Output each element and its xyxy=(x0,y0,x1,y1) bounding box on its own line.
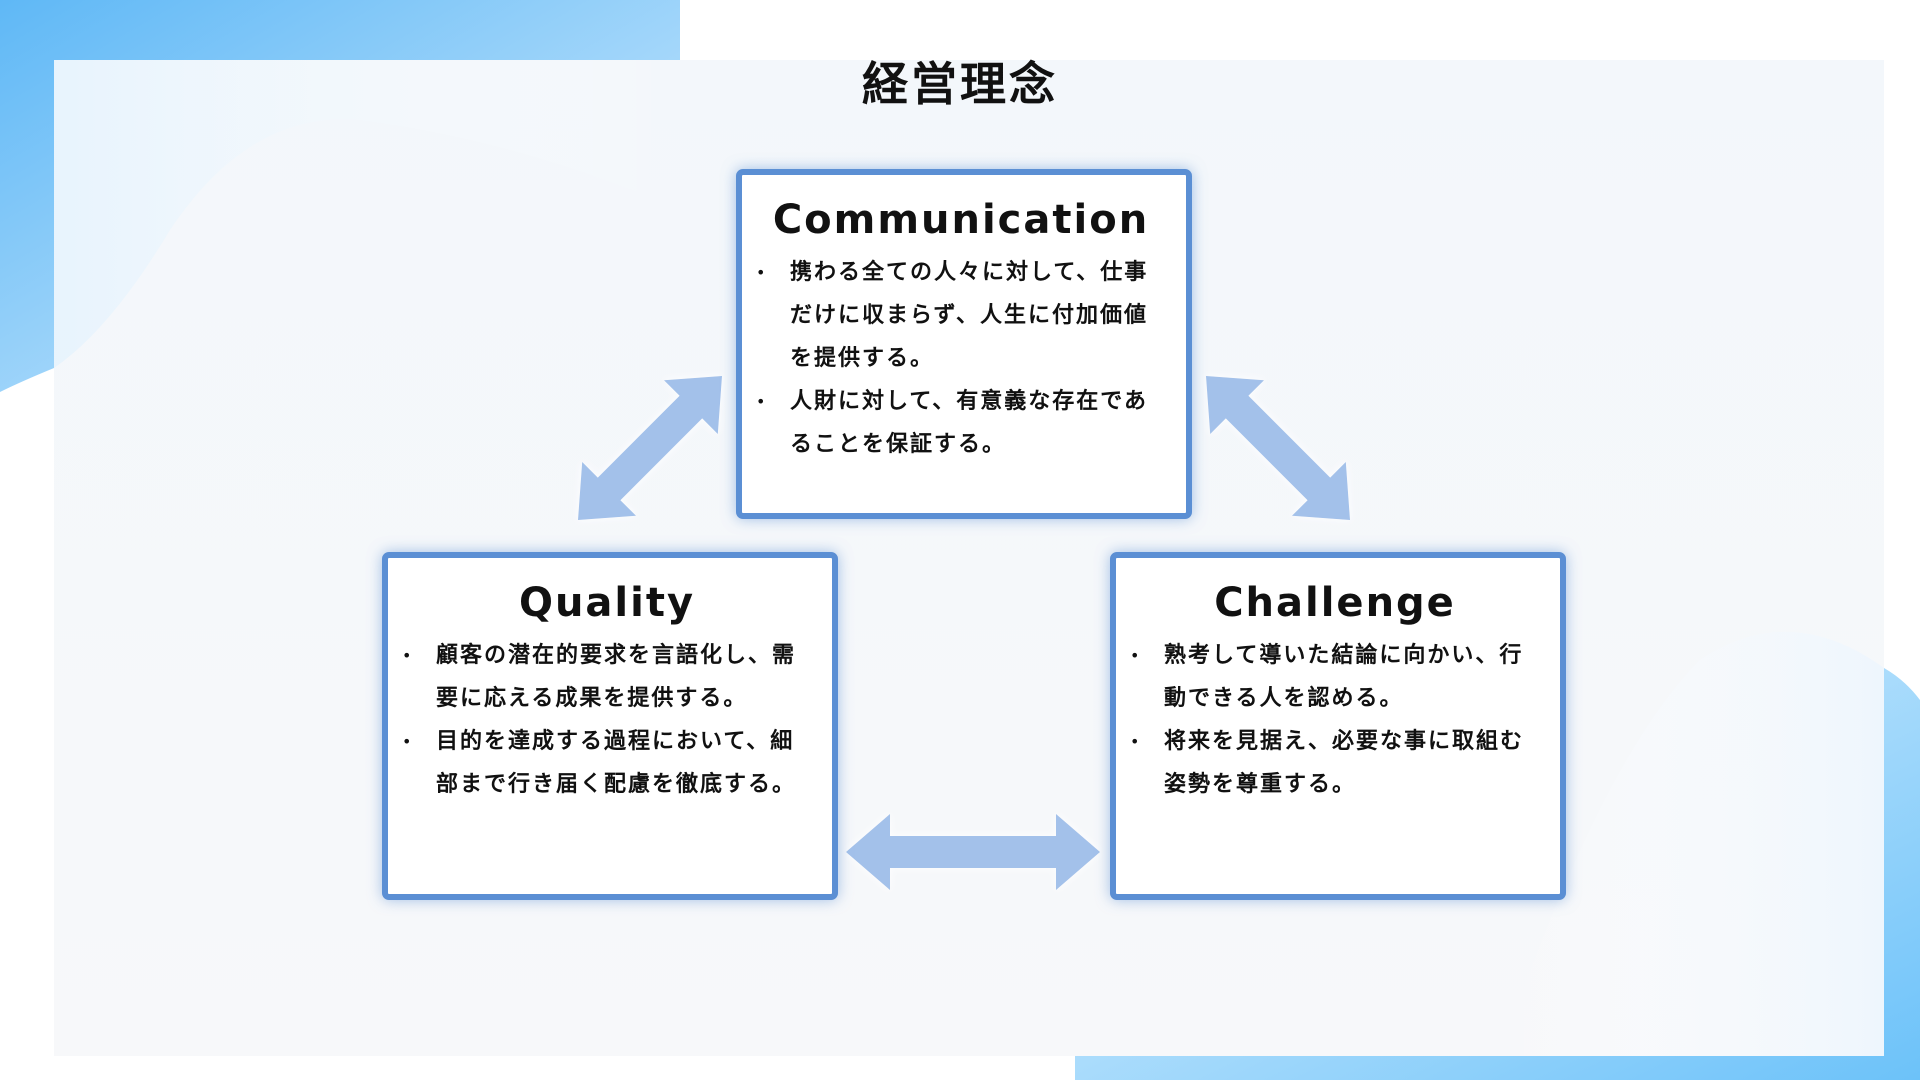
card-quality-bullet-2: 目的を達成する過程において、細部まで行き届く配慮を徹底する。 xyxy=(400,720,814,806)
card-challenge-bullet-2: 将来を見据え、必要な事に取組む姿勢を尊重する。 xyxy=(1128,720,1542,806)
card-communication-bullets: 携わる全ての人々に対して、仕事だけに収まらず、人生に付加価値を提供する。 人財に… xyxy=(754,251,1168,466)
card-quality-title: Quality xyxy=(518,580,696,626)
card-communication: Communication 携わる全ての人々に対して、仕事だけに収まらず、人生に… xyxy=(736,169,1192,519)
card-challenge: Challenge 熟考して導いた結論に向かい、行動できる人を認める。 将来を見… xyxy=(1110,552,1566,900)
card-quality: Quality 顧客の潜在的要求を言語化し、需要に応える成果を提供する。 目的を… xyxy=(382,552,838,900)
card-challenge-bullets: 熟考して導いた結論に向かい、行動できる人を認める。 将来を見据え、必要な事に取組… xyxy=(1128,634,1542,806)
card-quality-bullet-1: 顧客の潜在的要求を言語化し、需要に応える成果を提供する。 xyxy=(400,634,814,720)
card-challenge-title: Challenge xyxy=(1214,580,1456,626)
card-challenge-bullet-1: 熟考して導いた結論に向かい、行動できる人を認める。 xyxy=(1128,634,1542,720)
page-title: 経営理念 xyxy=(862,57,1058,111)
card-quality-bullets: 顧客の潜在的要求を言語化し、需要に応える成果を提供する。 目的を達成する過程にお… xyxy=(400,634,814,806)
card-communication-bullet-2: 人財に対して、有意義な存在であることを保証する。 xyxy=(754,380,1168,466)
card-communication-bullet-1: 携わる全ての人々に対して、仕事だけに収まらず、人生に付加価値を提供する。 xyxy=(754,251,1168,380)
card-communication-title: Communication xyxy=(772,197,1150,243)
